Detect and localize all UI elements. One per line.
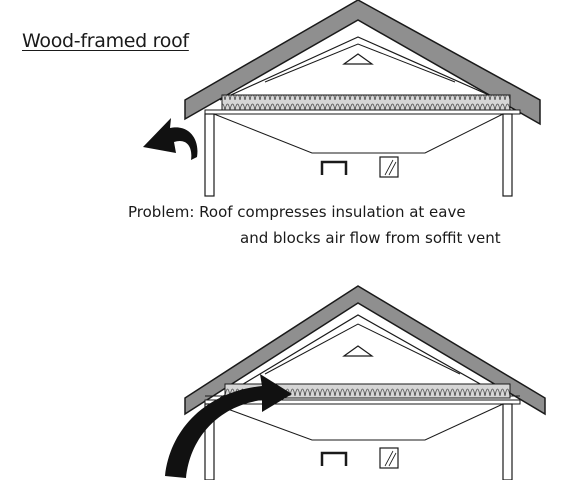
roof-section-problem (143, 0, 541, 197)
insulation-batts (221, 94, 511, 111)
roof-section-solution (165, 285, 546, 480)
caption-line-2: and blocks air flow from soffit vent (240, 229, 501, 247)
blocked-airflow-arrow (143, 118, 198, 160)
gable-vent-icon (342, 345, 374, 357)
airflow-arrow (165, 374, 292, 478)
insulation-batts (224, 383, 511, 399)
attic-gable-outline (264, 43, 456, 83)
interior-door (320, 451, 348, 466)
diagram-title: Wood-framed roof (22, 30, 189, 52)
attic-outline (219, 36, 501, 101)
roof-rafter (184, 285, 546, 416)
attic-gable-outline (264, 323, 461, 375)
ceiling-joist (204, 399, 521, 405)
ceiling-perspective (213, 113, 504, 154)
attic-outline (219, 314, 506, 399)
interior-door (320, 160, 348, 175)
ceiling-joist (204, 109, 521, 115)
caption-line-1: Problem: Roof compresses insulation at e… (128, 203, 466, 221)
right-wall (502, 113, 513, 197)
roof-rafter (184, 0, 541, 126)
right-wall (502, 403, 513, 480)
gable-vent-icon (342, 53, 374, 65)
ceiling-perspective (213, 403, 504, 441)
left-wall (204, 113, 215, 197)
